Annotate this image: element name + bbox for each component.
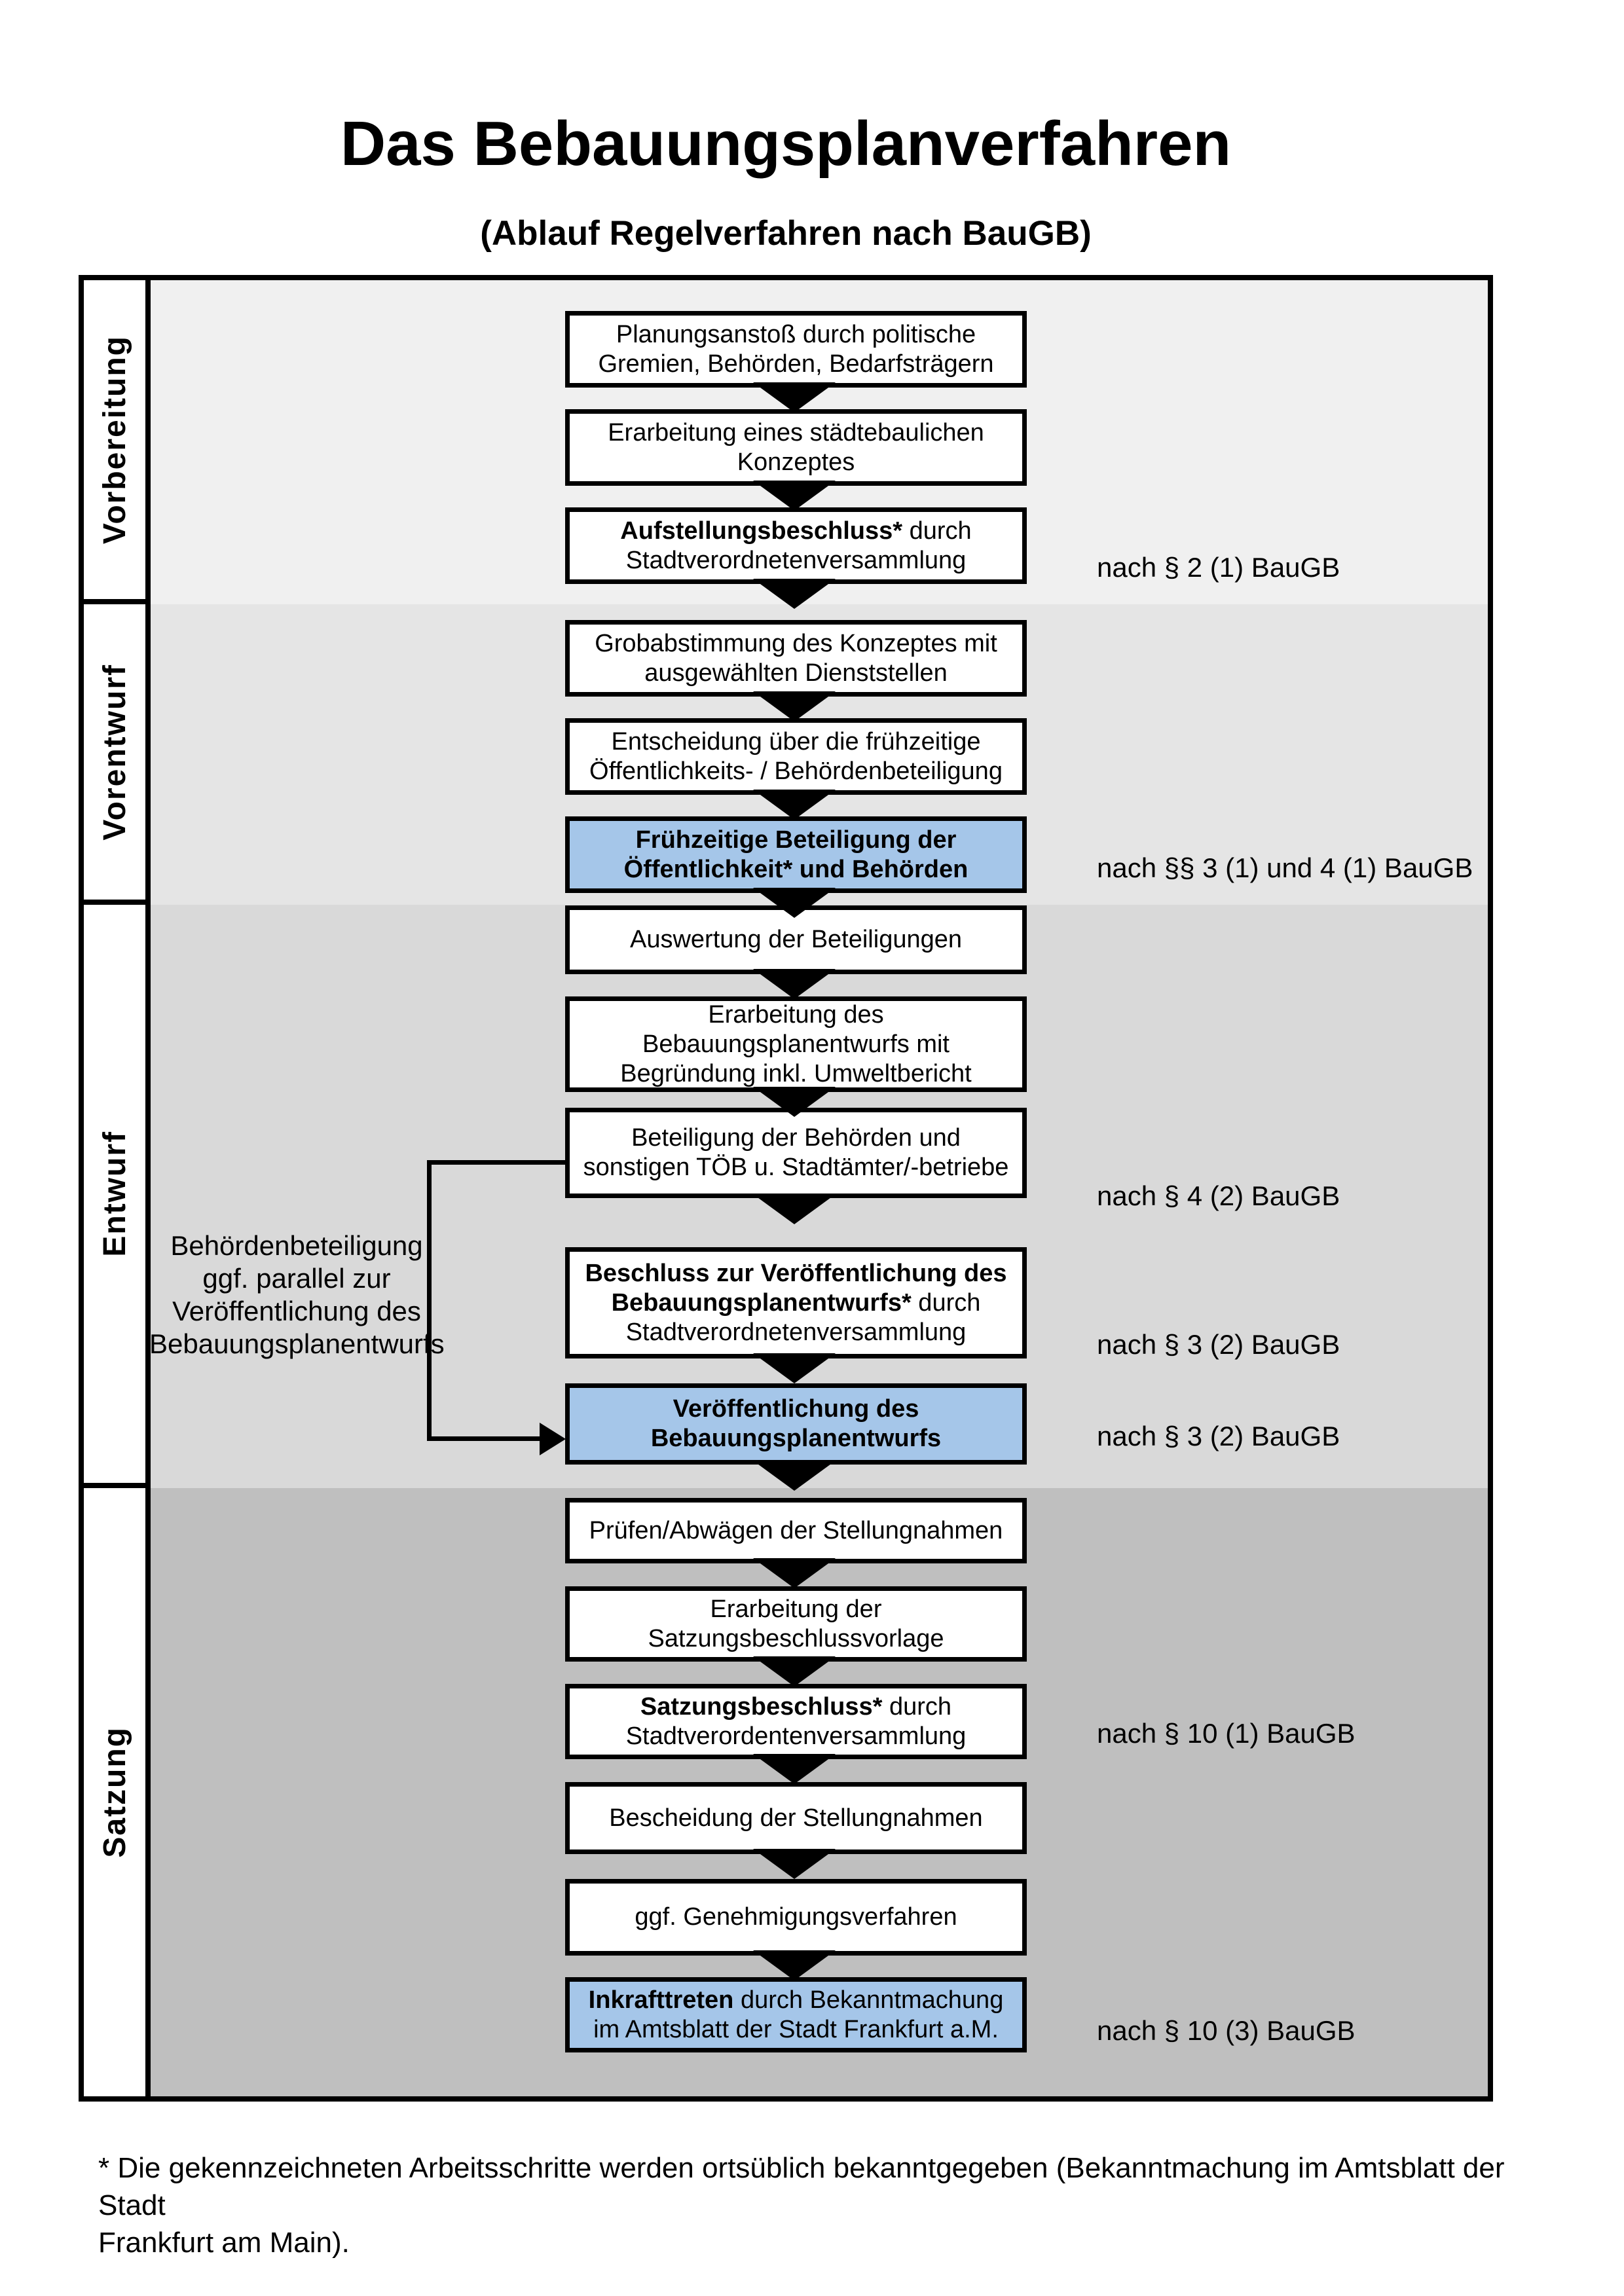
step-planungsanstoss: Planungsanstoß durch politische Gremien,…	[565, 311, 1027, 388]
phase-cell-vorentwurf: Vorentwurf	[84, 604, 151, 905]
footnote: * Die gekennzeichneten Arbeitsschritte w…	[98, 2152, 1505, 2259]
flow-arrow-down-icon	[753, 481, 836, 511]
step-fruehzeitige-beteiligung: Frühzeitige Beteiligung der Öffentlichke…	[565, 816, 1027, 893]
flow-arrow-down-icon	[753, 382, 836, 412]
page-title: Das Bebauungsplanverfahren	[340, 109, 1232, 179]
step-beteiligung-behoerden-toeb: Beteiligung der Behörden und sonstigen T…	[565, 1108, 1027, 1198]
legal-reference: nach § 3 (2) BauGB	[1097, 1421, 1340, 1451]
step-grobabstimmung: Grobabstimmung des Konzeptes mit ausgewä…	[565, 620, 1027, 697]
flow-arrow-down-icon	[753, 1754, 836, 1784]
legal-reference: nach § 3 (2) BauGB	[1097, 1329, 1340, 1360]
phase-label-vorentwurf: Vorentwurf	[97, 663, 132, 841]
legal-reference: nach § 4 (2) BauGB	[1097, 1180, 1340, 1211]
page-subtitle: (Ablauf Regelverfahren nach BauGB)	[480, 214, 1092, 253]
step-genehmigungsverfahren: ggf. Genehmigungsverfahren	[565, 1879, 1027, 1956]
flow-arrow-down-icon	[753, 969, 836, 999]
step-entscheidung-fruehzeitige-beteiligung: Entscheidung über die frühzeitige Öffent…	[565, 718, 1027, 795]
step-bescheidung-stellungnahmen: Bescheidung der Stellungnahmen	[565, 1782, 1027, 1854]
step-beschluss-veroeffentlichung: Beschluss zur Veröffentlichung des Bebau…	[565, 1247, 1027, 1358]
flow-arrow-down-icon	[753, 1353, 836, 1383]
step-erarbeitung-bebauungsplanentwurf: Erarbeitung des Bebauungsplanentwurfs mi…	[565, 996, 1027, 1092]
step-pruefen-abwaegen: Prüfen/Abwägen der Stellungnahmen	[565, 1498, 1027, 1563]
flow-arrow-down-icon	[753, 1558, 836, 1588]
phase-cell-entwurf: Entwurf	[84, 905, 151, 1488]
diagram-frame: Vorbereitung Vorentwurf Entwurf Satzung …	[79, 275, 1493, 2102]
legal-reference: nach §§ 3 (1) und 4 (1) BauGB	[1097, 852, 1473, 883]
side-note-parallel-beteiligung: Behördenbeteiligung ggf. parallel zur Ve…	[149, 1230, 445, 1359]
legal-reference: nach § 10 (3) BauGB	[1097, 2015, 1356, 2046]
phase-label-entwurf: Entwurf	[97, 1131, 132, 1257]
parallel-connector-top-line	[427, 1160, 565, 1165]
step-inkrafttreten: Inkrafttreten durch Bekanntmachung im Am…	[565, 1977, 1027, 2052]
parallel-connector-vertical-line	[427, 1160, 432, 1441]
phase-label-satzung: Satzung	[97, 1726, 132, 1858]
flow-arrow-down-icon	[753, 1950, 836, 1980]
flow-arrow-down-icon	[753, 1087, 836, 1117]
flow-arrow-down-icon	[753, 1656, 836, 1686]
flow-arrow-down-icon	[753, 790, 836, 820]
step-veroeffentlichung-entwurf: Veröffentlichung des Bebauungsplanentwur…	[565, 1383, 1027, 1465]
parallel-connector-bottom-line	[427, 1436, 542, 1441]
flow-arrow-down-icon	[753, 1461, 836, 1491]
legal-reference: nach § 10 (1) BauGB	[1097, 1718, 1356, 1749]
step-aufstellungsbeschluss: Aufstellungsbeschluss* durch Stadtverord…	[565, 507, 1027, 584]
step-satzungsbeschlussvorlage: Erarbeitung der Satzungsbeschlussvorlage	[565, 1586, 1027, 1662]
parallel-connector-arrowhead-icon	[540, 1423, 566, 1455]
step-satzungsbeschluss: Satzungsbeschluss* durch Stadtverordente…	[565, 1684, 1027, 1759]
flow-arrow-down-icon	[753, 1849, 836, 1879]
flow-arrow-down-icon	[753, 1194, 836, 1224]
flow-arrow-down-icon	[753, 691, 836, 721]
phase-cell-satzung: Satzung	[84, 1488, 151, 2096]
legal-reference: nach § 2 (1) BauGB	[1097, 552, 1340, 583]
phase-label-vorbereitung: Vorbereitung	[97, 335, 132, 545]
step-staedtebauliches-konzept: Erarbeitung eines städtebaulichen Konzep…	[565, 409, 1027, 486]
flow-arrow-down-icon	[753, 888, 836, 918]
flow-arrow-down-icon	[753, 579, 836, 609]
phase-cell-vorbereitung: Vorbereitung	[84, 280, 151, 604]
